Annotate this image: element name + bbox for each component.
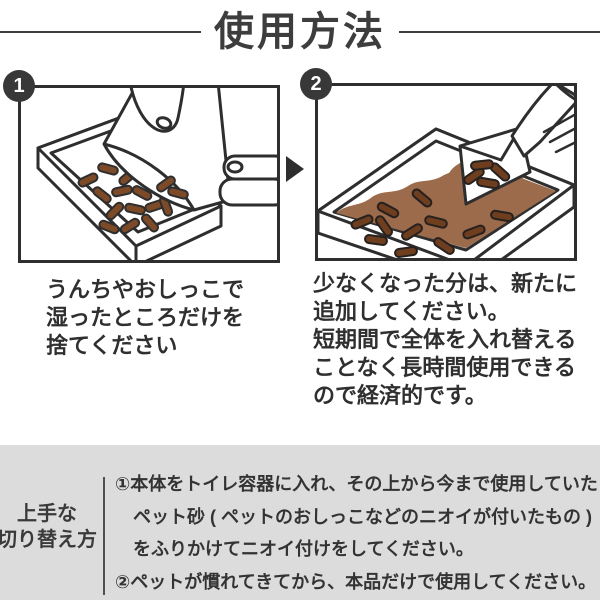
step1-tray-scooping-illustration [36,88,277,260]
step1-number: 1 [13,74,25,97]
vertical-divider [103,477,105,595]
page-title: 使用方法 [214,10,386,54]
instruction-line-4: ②ペットが慣れてきてから、本品だけで使用してください。 [115,571,597,592]
instruction-line-1: ①本体をトイレ容器に入れ、その上から今まで使用していた [115,474,598,494]
title-rule-right [399,31,600,33]
instruction-line-3: をふりかけてニオイ付けをしてください。 [133,539,474,559]
switch-guide-section: 上手な 切り替え方 ①本体をトイレ容器に入れ、その上から今まで使用していた ペッ… [0,445,600,600]
scoop [102,88,232,212]
step2-caption: 少なくなった分は、新たに 追加してください。 短期間で全体を入れ替える ことなく… [313,271,578,408]
hand-top [129,88,185,133]
hand-holding-scoop [510,86,574,158]
switch-guide-label-line1: 上手な [17,503,77,525]
pellets-at-scoop-mouth [156,175,189,200]
step2-panel [315,83,577,261]
step1-caption: うんちやおしっこで 湿ったところだけを 捨てください [46,277,245,358]
switch-guide-label: 上手な 切り替え方 [0,501,106,553]
step1-number-badge: 1 [3,70,35,102]
step2-number-badge: 2 [300,68,332,100]
step2-tray-refilling-illustration [318,86,574,258]
hand-right [218,154,277,207]
switch-guide-label-line2: 切り替え方 [0,529,97,551]
title-rule-left [0,31,201,33]
title-row: 使用方法 [0,6,600,58]
pellets-pouring [463,159,511,190]
step1-panel [18,85,280,263]
instruction-line-2: ペット砂 ( ペットのおしっこなどのニオイが付いたもの ) [133,506,592,527]
switch-guide-instructions: ①本体をトイレ容器に入れ、その上から今まで使用していた ペット砂 ( ペットのお… [115,468,598,598]
pellets [350,188,514,258]
arrow-right-icon [286,156,304,182]
step2-number: 2 [310,72,322,95]
